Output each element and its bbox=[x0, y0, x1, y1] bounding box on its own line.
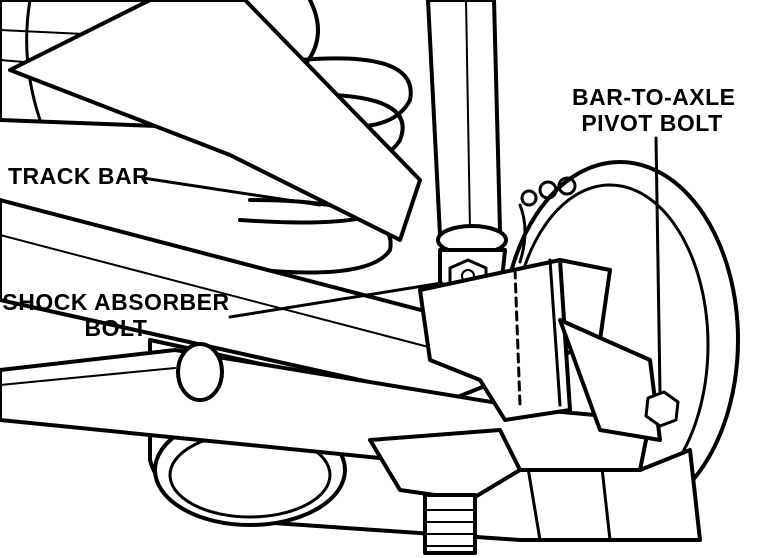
threaded-stud bbox=[423, 493, 477, 555]
pivot-bolt bbox=[558, 318, 680, 442]
shock-label-line1: SHOCK ABSORBER bbox=[2, 289, 230, 315]
bar-to-axle-pivot-bolt-label: BAR-TO-AXLE PIVOT BOLT bbox=[572, 84, 736, 136]
shock-bolt-leader bbox=[228, 281, 444, 319]
pivot-bolt-leader bbox=[654, 136, 662, 394]
bar-to-axle-label-line2: PIVOT BOLT bbox=[581, 110, 723, 136]
upper-control-arm bbox=[8, 0, 422, 242]
shock-label-line2: BOLT bbox=[84, 315, 148, 341]
bar-to-axle-label-line1: BAR-TO-AXLE bbox=[572, 84, 736, 110]
track-bar-label: TRACK BAR bbox=[8, 163, 150, 189]
leader-lines bbox=[141, 136, 662, 394]
track-bar-leader bbox=[141, 176, 322, 207]
shock-absorber bbox=[426, 0, 508, 302]
axle-bracket bbox=[368, 258, 572, 502]
shock-absorber-bolt-label: SHOCK ABSORBER BOLT bbox=[2, 289, 230, 341]
